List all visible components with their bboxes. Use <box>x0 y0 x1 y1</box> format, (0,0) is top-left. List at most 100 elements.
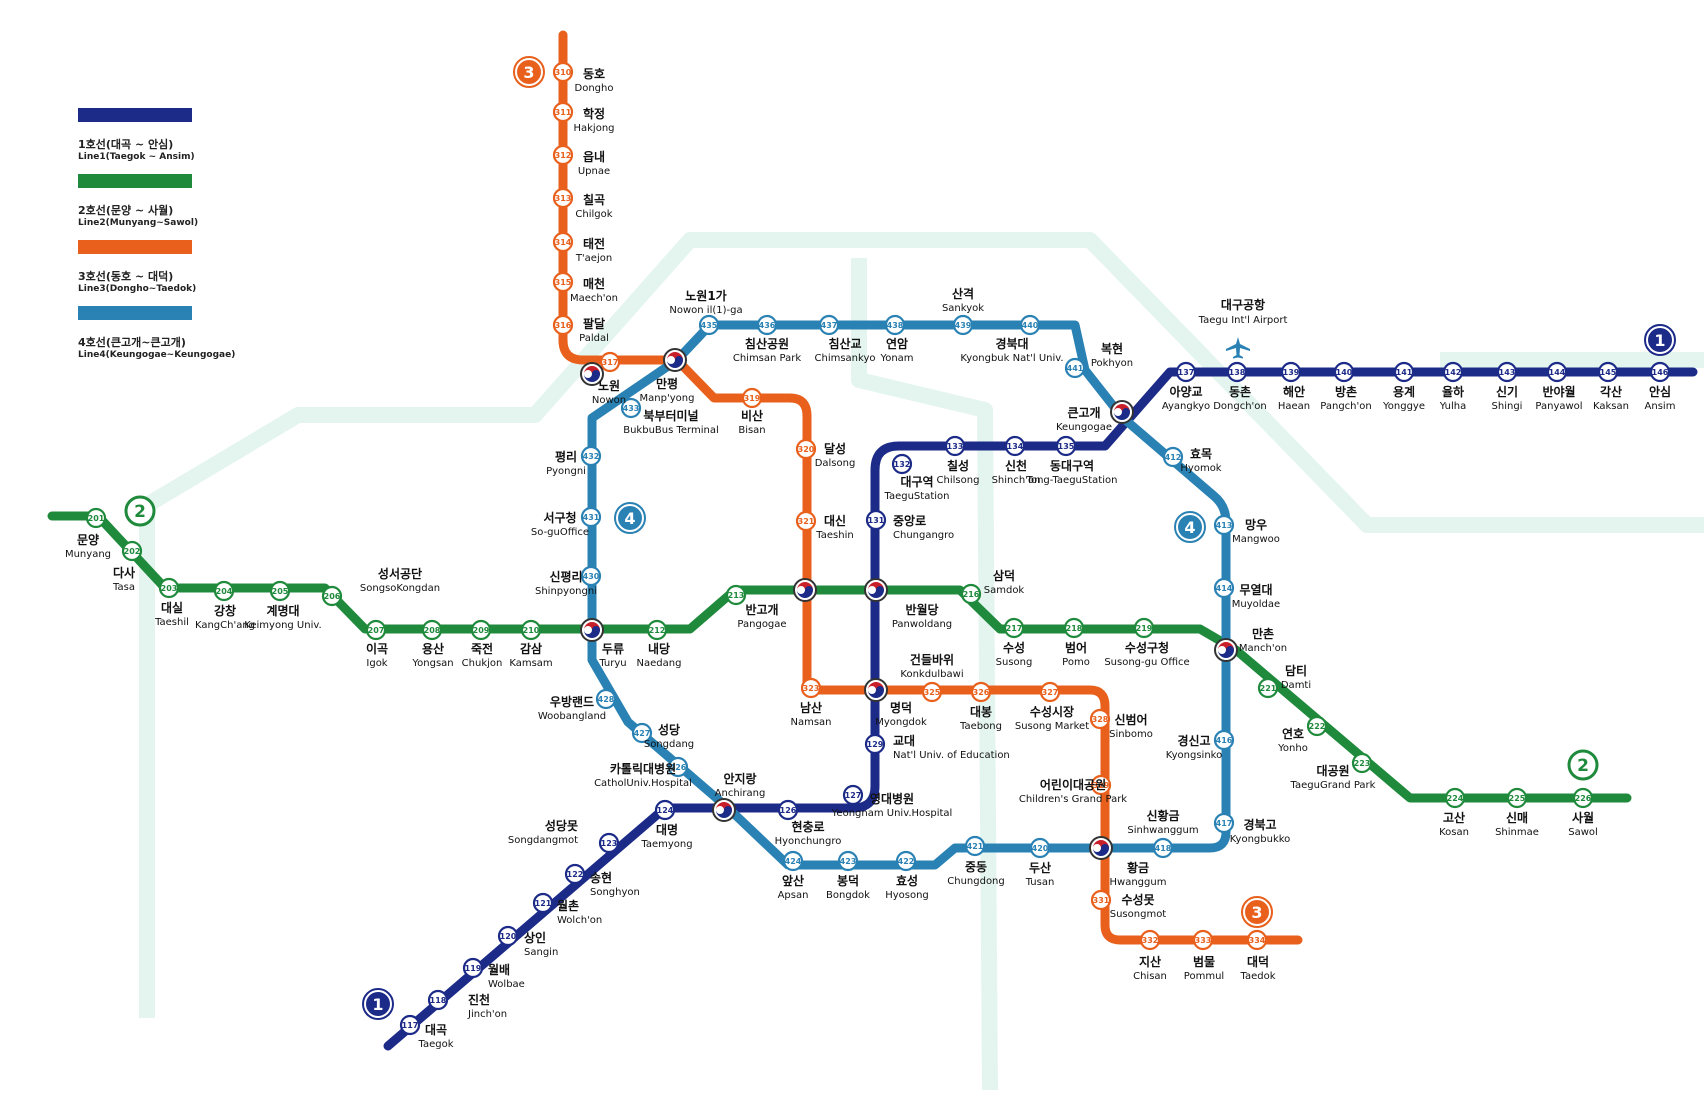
station-144-marker[interactable]: 144 <box>1546 361 1568 383</box>
station-435-marker[interactable]: 435 <box>698 314 720 336</box>
station-438-marker[interactable]: 438 <box>884 314 906 336</box>
transfer-station-marker[interactable] <box>663 348 687 372</box>
station-432-marker[interactable]: 432 <box>580 445 602 467</box>
station-132-marker[interactable]: 132 <box>891 453 913 475</box>
station-138-marker[interactable]: 138 <box>1226 361 1248 383</box>
station-127-marker[interactable]: 127 <box>842 784 864 806</box>
station-331-marker[interactable]: 331 <box>1090 889 1112 911</box>
station-226-marker[interactable]: 226 <box>1572 787 1594 809</box>
station-433-marker[interactable]: 433 <box>620 397 642 419</box>
station-320-marker[interactable]: 320 <box>795 438 817 460</box>
station-212-marker[interactable]: 212 <box>646 619 668 641</box>
station-140-marker[interactable]: 140 <box>1333 361 1355 383</box>
station-119-marker[interactable]: 119 <box>462 957 484 979</box>
station-428-marker[interactable]: 428 <box>595 688 617 710</box>
station-225-marker[interactable]: 225 <box>1506 787 1528 809</box>
station-417-marker[interactable]: 417 <box>1213 812 1235 834</box>
station-431-marker[interactable]: 431 <box>580 506 602 528</box>
station-334-marker[interactable]: 334 <box>1246 929 1268 951</box>
station-437-marker[interactable]: 437 <box>818 314 840 336</box>
station-122-marker[interactable]: 122 <box>564 863 586 885</box>
transfer-station-marker[interactable] <box>580 362 604 386</box>
station-315-marker[interactable]: 315 <box>552 271 574 293</box>
station-120-marker[interactable]: 120 <box>497 925 519 947</box>
transfer-station-marker[interactable] <box>712 798 736 822</box>
station-208-marker[interactable]: 208 <box>421 619 443 641</box>
station-133-marker[interactable]: 133 <box>944 435 966 457</box>
station-440-marker[interactable]: 440 <box>1019 314 1041 336</box>
station-316-marker[interactable]: 316 <box>552 314 574 336</box>
station-325-marker[interactable]: 325 <box>921 681 943 703</box>
station-146-marker[interactable]: 146 <box>1649 361 1671 383</box>
station-224-marker[interactable]: 224 <box>1444 787 1466 809</box>
transfer-station-marker[interactable] <box>580 618 604 642</box>
station-202-marker[interactable]: 202 <box>121 540 143 562</box>
station-121-marker[interactable]: 121 <box>532 892 554 914</box>
station-217-marker[interactable]: 217 <box>1003 617 1025 639</box>
station-139-marker[interactable]: 139 <box>1280 361 1302 383</box>
station-310-marker[interactable]: 310 <box>552 61 574 83</box>
station-134-marker[interactable]: 134 <box>1004 435 1026 457</box>
station-439-marker[interactable]: 439 <box>952 314 974 336</box>
transfer-station-marker[interactable] <box>1110 400 1134 424</box>
station-328-marker[interactable]: 328 <box>1089 708 1111 730</box>
transfer-station-marker[interactable] <box>793 578 817 602</box>
station-422-marker[interactable]: 422 <box>895 850 917 872</box>
station-205-marker[interactable]: 205 <box>269 580 291 602</box>
station-126-marker[interactable]: 126 <box>777 799 799 821</box>
station-203-marker[interactable]: 203 <box>158 577 180 599</box>
station-207-marker[interactable]: 207 <box>365 619 387 641</box>
station-420-marker[interactable]: 420 <box>1029 837 1051 859</box>
station-142-marker[interactable]: 142 <box>1442 361 1464 383</box>
transfer-station-marker[interactable] <box>1214 638 1238 662</box>
station-219-marker[interactable]: 219 <box>1133 617 1155 639</box>
station-423-marker[interactable]: 423 <box>837 850 859 872</box>
station-430-marker[interactable]: 430 <box>580 565 602 587</box>
station-414-marker[interactable]: 414 <box>1213 577 1235 599</box>
station-327-marker[interactable]: 327 <box>1039 681 1061 703</box>
station-436-marker[interactable]: 436 <box>756 314 778 336</box>
station-312-marker[interactable]: 312 <box>552 144 574 166</box>
station-117-marker[interactable]: 117 <box>399 1014 421 1036</box>
station-216-marker[interactable]: 216 <box>960 583 982 605</box>
station-424-marker[interactable]: 424 <box>782 850 804 872</box>
station-223-marker[interactable]: 223 <box>1351 752 1373 774</box>
transfer-station-marker[interactable] <box>1089 836 1113 860</box>
station-129-marker[interactable]: 129 <box>864 733 886 755</box>
station-213-marker[interactable]: 213 <box>725 584 747 606</box>
station-145-marker[interactable]: 145 <box>1597 361 1619 383</box>
station-137-marker[interactable]: 137 <box>1175 361 1197 383</box>
station-124-marker[interactable]: 124 <box>654 799 676 821</box>
station-311-marker[interactable]: 311 <box>552 101 574 123</box>
station-421-marker[interactable]: 421 <box>964 835 986 857</box>
station-209-marker[interactable]: 209 <box>470 619 492 641</box>
station-427-marker[interactable]: 427 <box>631 722 653 744</box>
station-323-marker[interactable]: 323 <box>800 677 822 699</box>
station-118-marker[interactable]: 118 <box>427 989 449 1011</box>
station-413-marker[interactable]: 413 <box>1213 514 1235 536</box>
station-441-marker[interactable]: 441 <box>1064 357 1086 379</box>
transfer-station-marker[interactable] <box>864 678 888 702</box>
station-222-marker[interactable]: 222 <box>1306 715 1328 737</box>
station-143-marker[interactable]: 143 <box>1496 361 1518 383</box>
station-135-marker[interactable]: 135 <box>1055 435 1077 457</box>
station-321-marker[interactable]: 321 <box>795 510 817 532</box>
station-332-marker[interactable]: 332 <box>1139 929 1161 951</box>
station-418-marker[interactable]: 418 <box>1152 837 1174 859</box>
station-329-marker[interactable]: 329 <box>1090 774 1112 796</box>
station-201-marker[interactable]: 201 <box>85 507 107 529</box>
transfer-station-marker[interactable] <box>864 578 888 602</box>
station-123-marker[interactable]: 123 <box>598 832 620 854</box>
station-416-marker[interactable]: 416 <box>1213 729 1235 751</box>
station-218-marker[interactable]: 218 <box>1063 617 1085 639</box>
station-204-marker[interactable]: 204 <box>213 580 235 602</box>
station-206-marker[interactable]: 206 <box>321 585 343 607</box>
station-326-marker[interactable]: 326 <box>970 681 992 703</box>
station-221-marker[interactable]: 221 <box>1257 677 1279 699</box>
station-333-marker[interactable]: 333 <box>1192 929 1214 951</box>
station-314-marker[interactable]: 314 <box>552 231 574 253</box>
station-412-marker[interactable]: 412 <box>1162 446 1184 468</box>
station-131-marker[interactable]: 131 <box>865 509 887 531</box>
station-210-marker[interactable]: 210 <box>520 619 542 641</box>
station-317-marker[interactable]: 317 <box>599 351 621 373</box>
